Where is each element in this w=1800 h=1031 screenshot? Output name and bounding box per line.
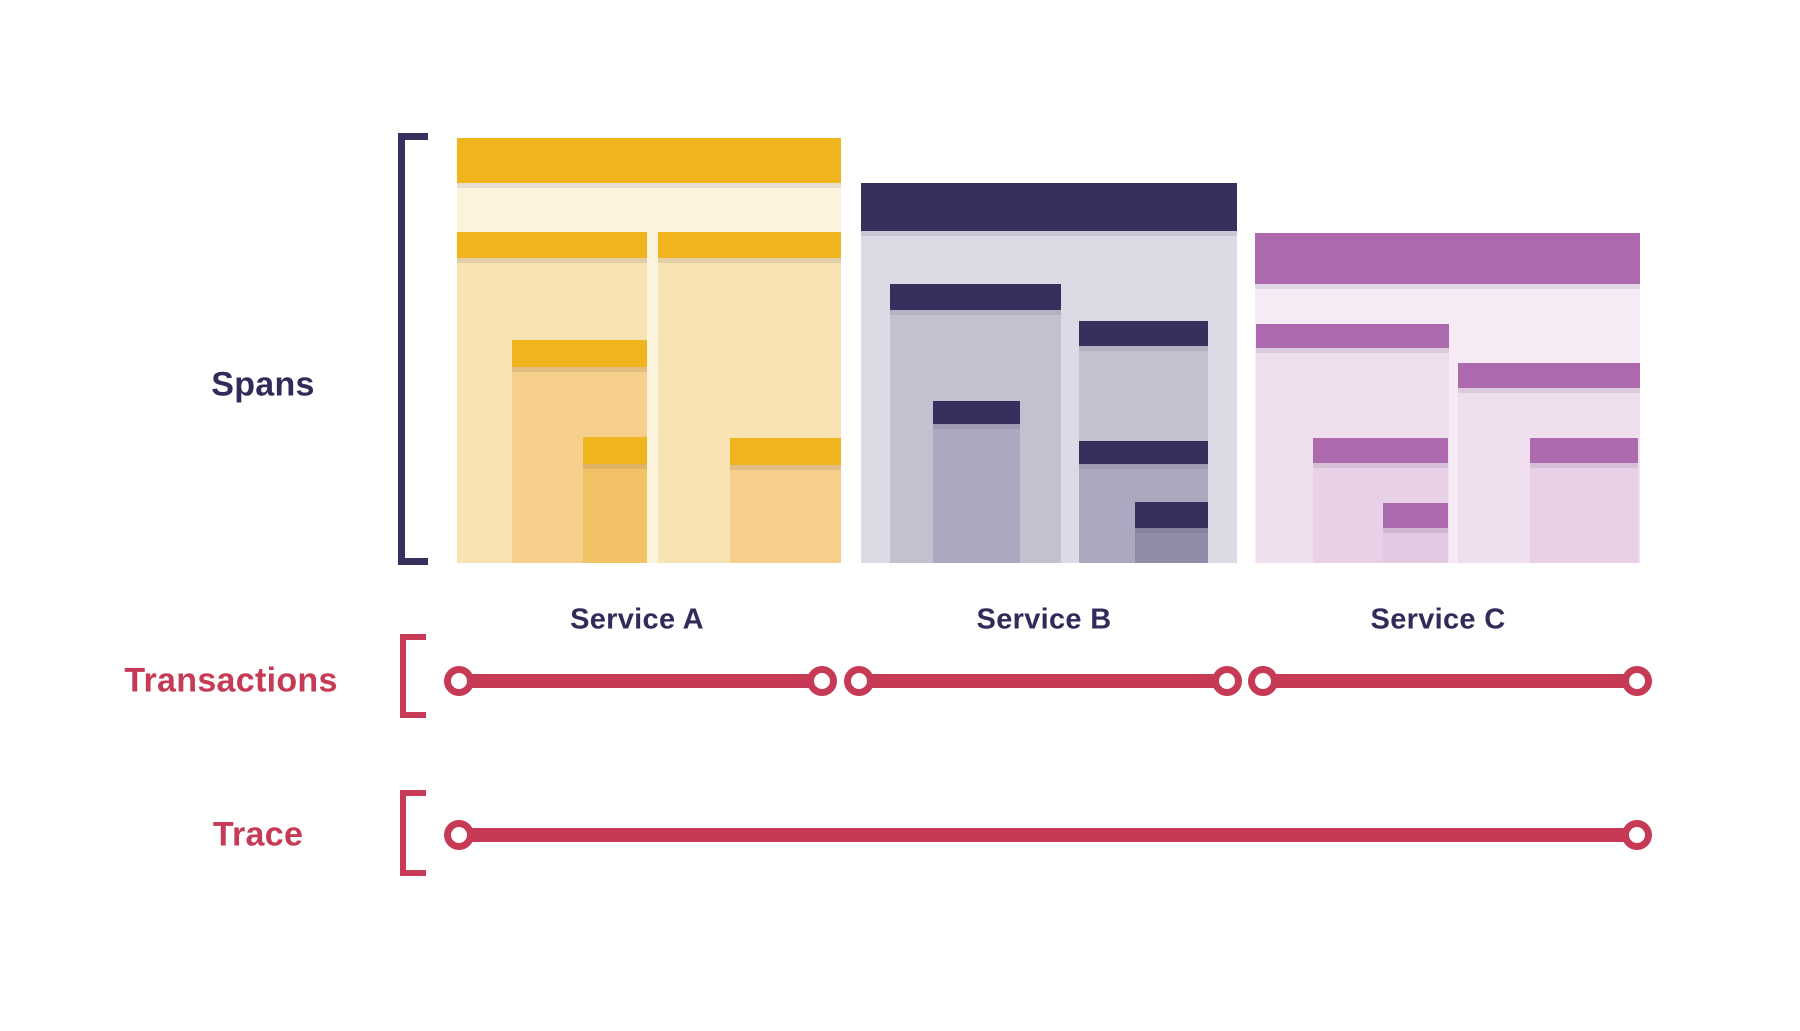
span-bar <box>457 138 841 183</box>
transaction-endpoint-icon <box>1248 666 1278 696</box>
span-bar <box>512 340 647 367</box>
span-block <box>1135 502 1208 563</box>
service-label: Service C <box>1370 603 1506 636</box>
spans-label: Spans <box>211 365 315 404</box>
service-label: Service B <box>976 603 1112 636</box>
transactions-label: Transactions <box>124 661 338 700</box>
span-bar <box>1079 441 1208 464</box>
trace-bracket-icon <box>400 790 426 876</box>
span-block <box>583 437 647 563</box>
span-block <box>1530 438 1638 563</box>
trace-endpoint-icon <box>1622 820 1652 850</box>
transaction-line <box>1263 674 1637 688</box>
span-bar <box>1383 503 1448 528</box>
span-block <box>730 438 841 563</box>
transaction-line <box>459 674 822 688</box>
transaction-line <box>859 674 1227 688</box>
span-bar <box>1530 438 1638 463</box>
trace-line <box>459 828 1637 842</box>
span-bar <box>1255 233 1640 284</box>
span-bar <box>730 438 841 465</box>
span-bar <box>1458 363 1640 388</box>
service-label: Service A <box>570 603 704 636</box>
transaction-endpoint-icon <box>1622 666 1652 696</box>
span-bar <box>583 437 647 464</box>
span-block <box>1383 503 1448 563</box>
span-bar <box>457 232 647 258</box>
span-bar <box>890 284 1061 310</box>
span-bar <box>1135 502 1208 528</box>
transaction-endpoint-icon <box>807 666 837 696</box>
spans-bracket-icon <box>398 133 428 565</box>
transactions-bracket-icon <box>400 634 426 718</box>
trace-label: Trace <box>212 815 304 854</box>
span-bar <box>1313 438 1448 463</box>
trace-endpoint-icon <box>444 820 474 850</box>
transaction-endpoint-icon <box>444 666 474 696</box>
span-block <box>933 401 1020 563</box>
span-bar <box>1079 321 1208 346</box>
span-bar <box>861 183 1237 231</box>
transaction-endpoint-icon <box>1212 666 1242 696</box>
span-bar <box>933 401 1020 424</box>
span-bar <box>1256 324 1449 348</box>
span-bar <box>658 232 841 258</box>
transaction-endpoint-icon <box>844 666 874 696</box>
